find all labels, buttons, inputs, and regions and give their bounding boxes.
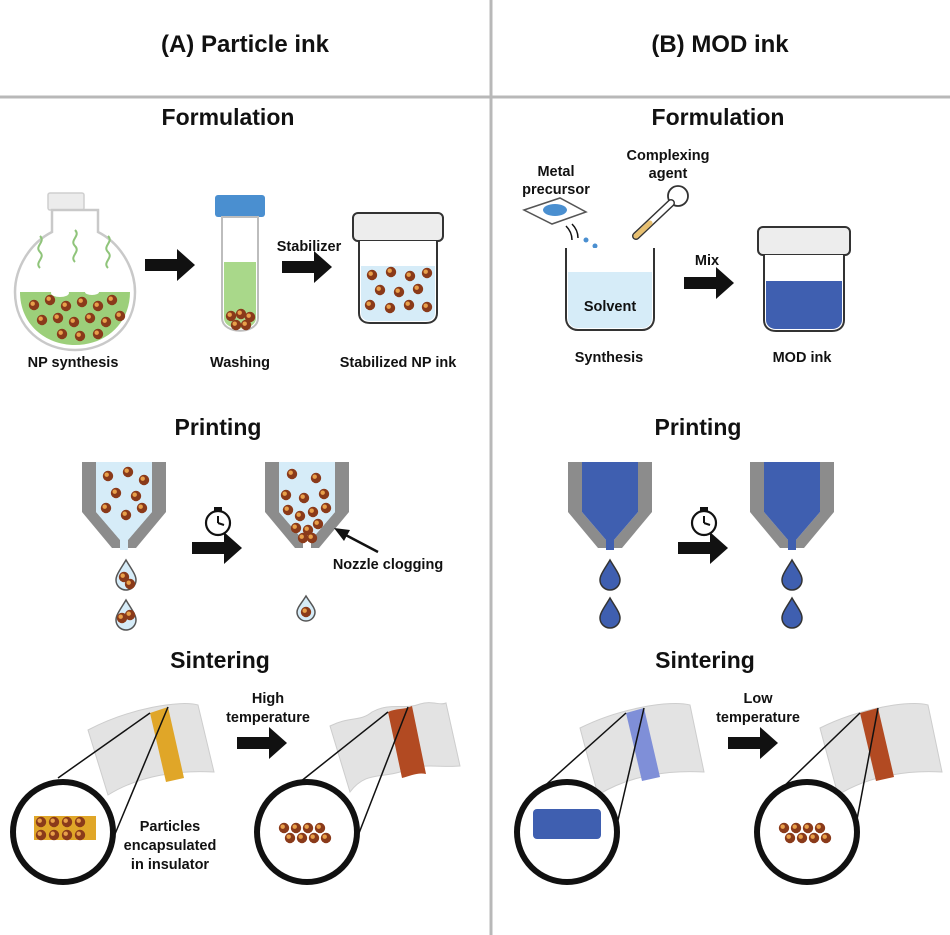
- section-sintering-b: Sintering: [655, 647, 755, 673]
- panel-b-title: (B) MOD ink: [651, 31, 789, 58]
- jar-icon: [757, 226, 851, 332]
- test-tube-icon: [215, 195, 265, 332]
- nozzle-icon: [750, 462, 834, 550]
- magnifier-icon: [514, 707, 645, 885]
- label-high-temperature: temperature: [226, 710, 310, 726]
- label-nozzle-clogging: Nozzle clogging: [333, 557, 443, 573]
- label-high-temperature: High: [252, 691, 284, 707]
- clock-icon: [690, 507, 718, 537]
- magnifier-icon: [754, 707, 879, 885]
- label-low-temperature: Low: [744, 691, 774, 707]
- label-particles-note: Particles: [140, 819, 200, 835]
- arrow-right-icon: [684, 267, 734, 299]
- arrow-right-icon: [728, 727, 778, 759]
- droplet-icon: [781, 596, 803, 629]
- droplet-icon: [115, 598, 137, 631]
- droplet-icon: [296, 594, 316, 622]
- section-printing-a: Printing: [175, 414, 262, 440]
- section-sintering-a: Sintering: [170, 647, 270, 673]
- arrow-right-icon: [678, 532, 728, 564]
- arrow-right-icon: [192, 532, 242, 564]
- label-complexing-agent: agent: [649, 166, 688, 182]
- label-particles-note: in insulator: [131, 857, 210, 873]
- label-mod-ink: MOD ink: [773, 350, 833, 366]
- arrow-right-icon: [145, 249, 195, 281]
- section-printing-b: Printing: [655, 414, 742, 440]
- section-formulation-a: Formulation: [162, 104, 295, 130]
- label-np-synthesis: NP synthesis: [28, 355, 119, 371]
- magnifier-icon: [254, 706, 409, 885]
- beaker-icon: [565, 248, 655, 331]
- nozzle-icon: [265, 462, 349, 548]
- flask-icon: [13, 192, 137, 352]
- clock-icon: [204, 507, 232, 537]
- pointer-arrow: [334, 528, 379, 554]
- nozzle-icon: [82, 462, 166, 550]
- panel-a-title: (A) Particle ink: [161, 31, 330, 58]
- label-stabilized-ink: Stabilized NP ink: [340, 355, 458, 371]
- jar-icon: [352, 212, 444, 324]
- label-complexing-agent: Complexing: [627, 148, 710, 164]
- label-synthesis: Synthesis: [575, 350, 644, 366]
- label-solvent: Solvent: [584, 299, 637, 315]
- droplet-icon: [115, 558, 137, 591]
- droplet-icon: [781, 558, 803, 591]
- substrate-icon: [329, 702, 461, 794]
- label-stabilizer: Stabilizer: [277, 239, 342, 255]
- label-washing: Washing: [210, 355, 270, 371]
- label-mix: Mix: [695, 253, 719, 269]
- droplet-icon: [599, 596, 621, 629]
- nozzle-icon: [568, 462, 652, 550]
- section-formulation-b: Formulation: [652, 104, 785, 130]
- droplet-icon: [599, 558, 621, 591]
- label-particles-note: encapsulated: [124, 838, 217, 854]
- magnifier-icon: [10, 706, 169, 885]
- arrow-right-icon: [237, 727, 287, 759]
- label-metal-precursor: precursor: [522, 182, 590, 198]
- substrate-icon: [819, 703, 943, 796]
- arrow-right-icon: [282, 251, 332, 283]
- label-metal-precursor: Metal: [537, 164, 574, 180]
- label-low-temperature: temperature: [716, 710, 800, 726]
